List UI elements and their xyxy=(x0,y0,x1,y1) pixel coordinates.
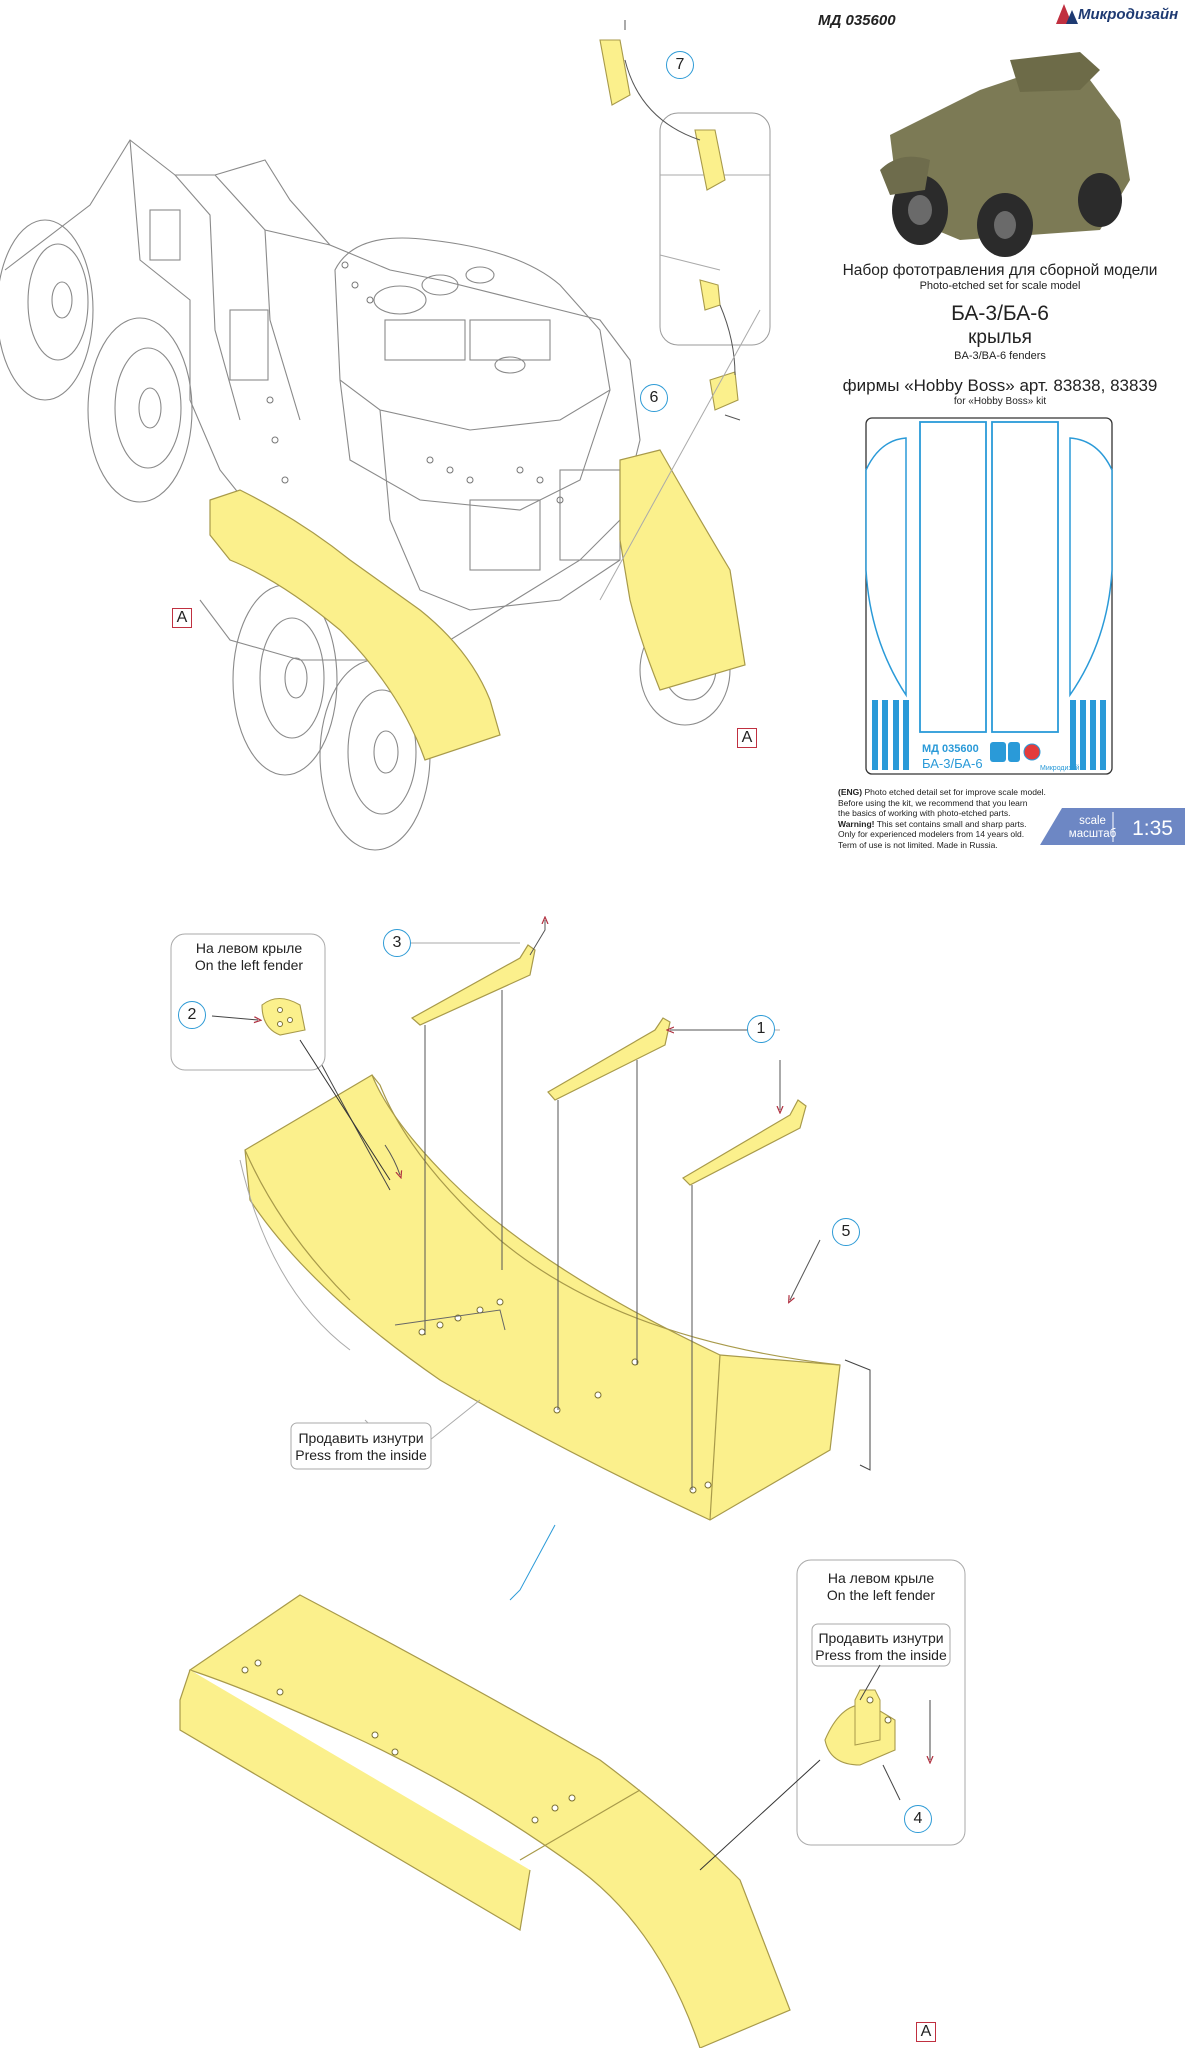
note-press-inside-2: Продавить изнутри Press from the inside xyxy=(812,1630,950,1664)
notes-warning-tag: Warning! xyxy=(838,818,875,829)
bottom-fender-assembly xyxy=(179,1594,791,2048)
fender-lower-body xyxy=(188,1594,791,2048)
box-art-vehicle xyxy=(880,52,1130,257)
note-press-inside: Продавить изнутри Press from the inside xyxy=(291,1430,431,1464)
photo-etched-fret: МД 035600 БА-3/БА-6 Микродизайн xyxy=(865,417,1113,775)
callout-4: 4 xyxy=(904,1805,932,1833)
part-4-inset xyxy=(699,1559,966,1871)
notes-line6: Term of use is not limited. Made in Russ… xyxy=(838,839,998,850)
callout-7: 7 xyxy=(666,51,694,79)
part-7-installed xyxy=(694,129,726,191)
part-2-inset xyxy=(170,933,391,1181)
note-press2-ru: Продавить изнутри xyxy=(818,1630,944,1646)
note-left-fender-2: На левом крыле On the left fender xyxy=(800,1570,962,1604)
marker-a-right: A xyxy=(737,728,757,748)
fret-model-label: БА-3/БА-6 xyxy=(922,756,983,771)
callout-1: 1 xyxy=(747,1015,775,1043)
marker-a-bottom: A xyxy=(916,2022,936,2042)
scale-label-ru: масштаб xyxy=(1068,828,1117,840)
rail-3 xyxy=(410,944,536,1026)
part-2-plate xyxy=(261,997,306,1036)
callout-5: 5 xyxy=(832,1218,860,1246)
set-code: МД 035600 xyxy=(818,12,896,29)
notes-eng-tag: (ENG) xyxy=(838,787,863,797)
notes-line4: This set contains small and sharp parts. xyxy=(876,818,1027,829)
scale-label: scale масштаб xyxy=(1050,815,1135,841)
press-note-box xyxy=(290,1422,432,1470)
scale-value: 1:35 xyxy=(1132,817,1173,840)
note-left-fender2-en: On the left fender xyxy=(826,1587,936,1603)
fender-lower-holes xyxy=(241,1659,576,1824)
note-press2-en: Press from the inside xyxy=(815,1647,947,1663)
note-press-ru: Продавить изнутри xyxy=(298,1430,424,1446)
fender-left-installed xyxy=(209,489,501,761)
usage-notes: (ENG) Photo etched detail set for improv… xyxy=(838,787,1078,851)
callout-2: 2 xyxy=(178,1001,206,1029)
callout-3: 3 xyxy=(383,929,411,957)
rails xyxy=(410,944,807,1186)
part-6-bracket xyxy=(709,371,739,411)
note-left-fender-en: On the left fender xyxy=(194,957,304,973)
set-title-en: Photo-etched set for scale model xyxy=(919,280,1081,292)
brand-logo-icon xyxy=(1056,4,1078,24)
model-name: БА-3/БА-6 xyxy=(951,302,1049,325)
upper-detail-group xyxy=(599,20,771,601)
note-left-fender: На левом крыле On the left fender xyxy=(176,940,322,974)
note-left-fender-ru: На левом крыле xyxy=(195,940,303,956)
fender-right-installed xyxy=(619,449,746,691)
subject-en: BA-3/BA-6 fenders xyxy=(954,350,1046,362)
notes-line1: Photo etched detail set for improve scal… xyxy=(864,787,1046,797)
notes-line2: Before using the kit, we recommend that … xyxy=(838,797,1028,808)
vehicle-fenders xyxy=(209,449,746,761)
subject-ru: крылья xyxy=(968,327,1032,348)
notes-line5: Only for experienced modelers from 14 ye… xyxy=(838,829,1025,840)
callout-6: 6 xyxy=(640,384,668,412)
note-left-fender2-ru: На левом крыле xyxy=(827,1570,935,1586)
brand-name: Микродизайн xyxy=(1078,6,1179,23)
note-press-en: Press from the inside xyxy=(295,1447,427,1463)
kit-en: for «Hobby Boss» kit xyxy=(953,396,1047,407)
fret-brand-label: Микродизайн xyxy=(1040,764,1083,772)
part-6-installed xyxy=(699,279,721,311)
set-title-ru: Набор фототравления для сборной модели xyxy=(842,262,1158,279)
assembly-guides xyxy=(239,920,871,1601)
fret-code-label: МД 035600 xyxy=(922,743,979,755)
main-fender-assembly xyxy=(244,1074,841,1521)
part-7-bracket xyxy=(599,39,631,106)
rail-1-lower xyxy=(682,1099,807,1186)
notes-line3: the basics of working with photo-etched … xyxy=(838,808,1011,819)
scale-label-en: scale xyxy=(1079,815,1106,827)
marker-a-left: A xyxy=(172,608,192,628)
detail-inset-box xyxy=(659,112,771,346)
rail-1-upper xyxy=(547,1017,671,1101)
kit-ru: фирмы «Hobby Boss» арт. 83838, 83839 xyxy=(842,376,1158,395)
